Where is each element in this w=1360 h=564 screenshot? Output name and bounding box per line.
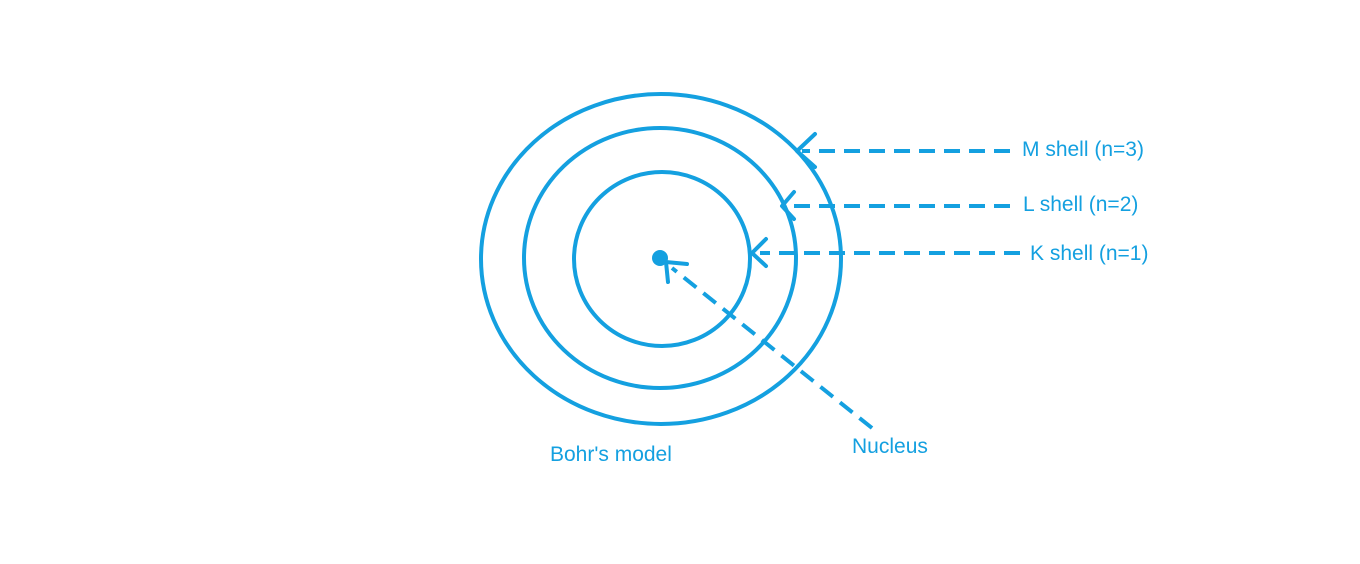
m-shell-label: M shell (n=3) [1022, 138, 1144, 161]
k-shell-arrowhead [750, 237, 768, 268]
shell-l-orbit [522, 126, 798, 390]
m-shell-arrowhead [795, 132, 817, 169]
nucleus-arrowhead [664, 260, 689, 284]
shell-m-orbit [479, 92, 843, 426]
diagram-caption: Bohr's model [550, 443, 672, 466]
k-shell-label: K shell (n=1) [1030, 242, 1148, 265]
l-shell-arrowhead [780, 190, 796, 221]
l-shell-label: L shell (n=2) [1023, 193, 1138, 216]
nucleus-pointer-line [670, 266, 874, 430]
nucleus-label: Nucleus [852, 435, 928, 458]
shell-k-orbit [572, 170, 752, 348]
